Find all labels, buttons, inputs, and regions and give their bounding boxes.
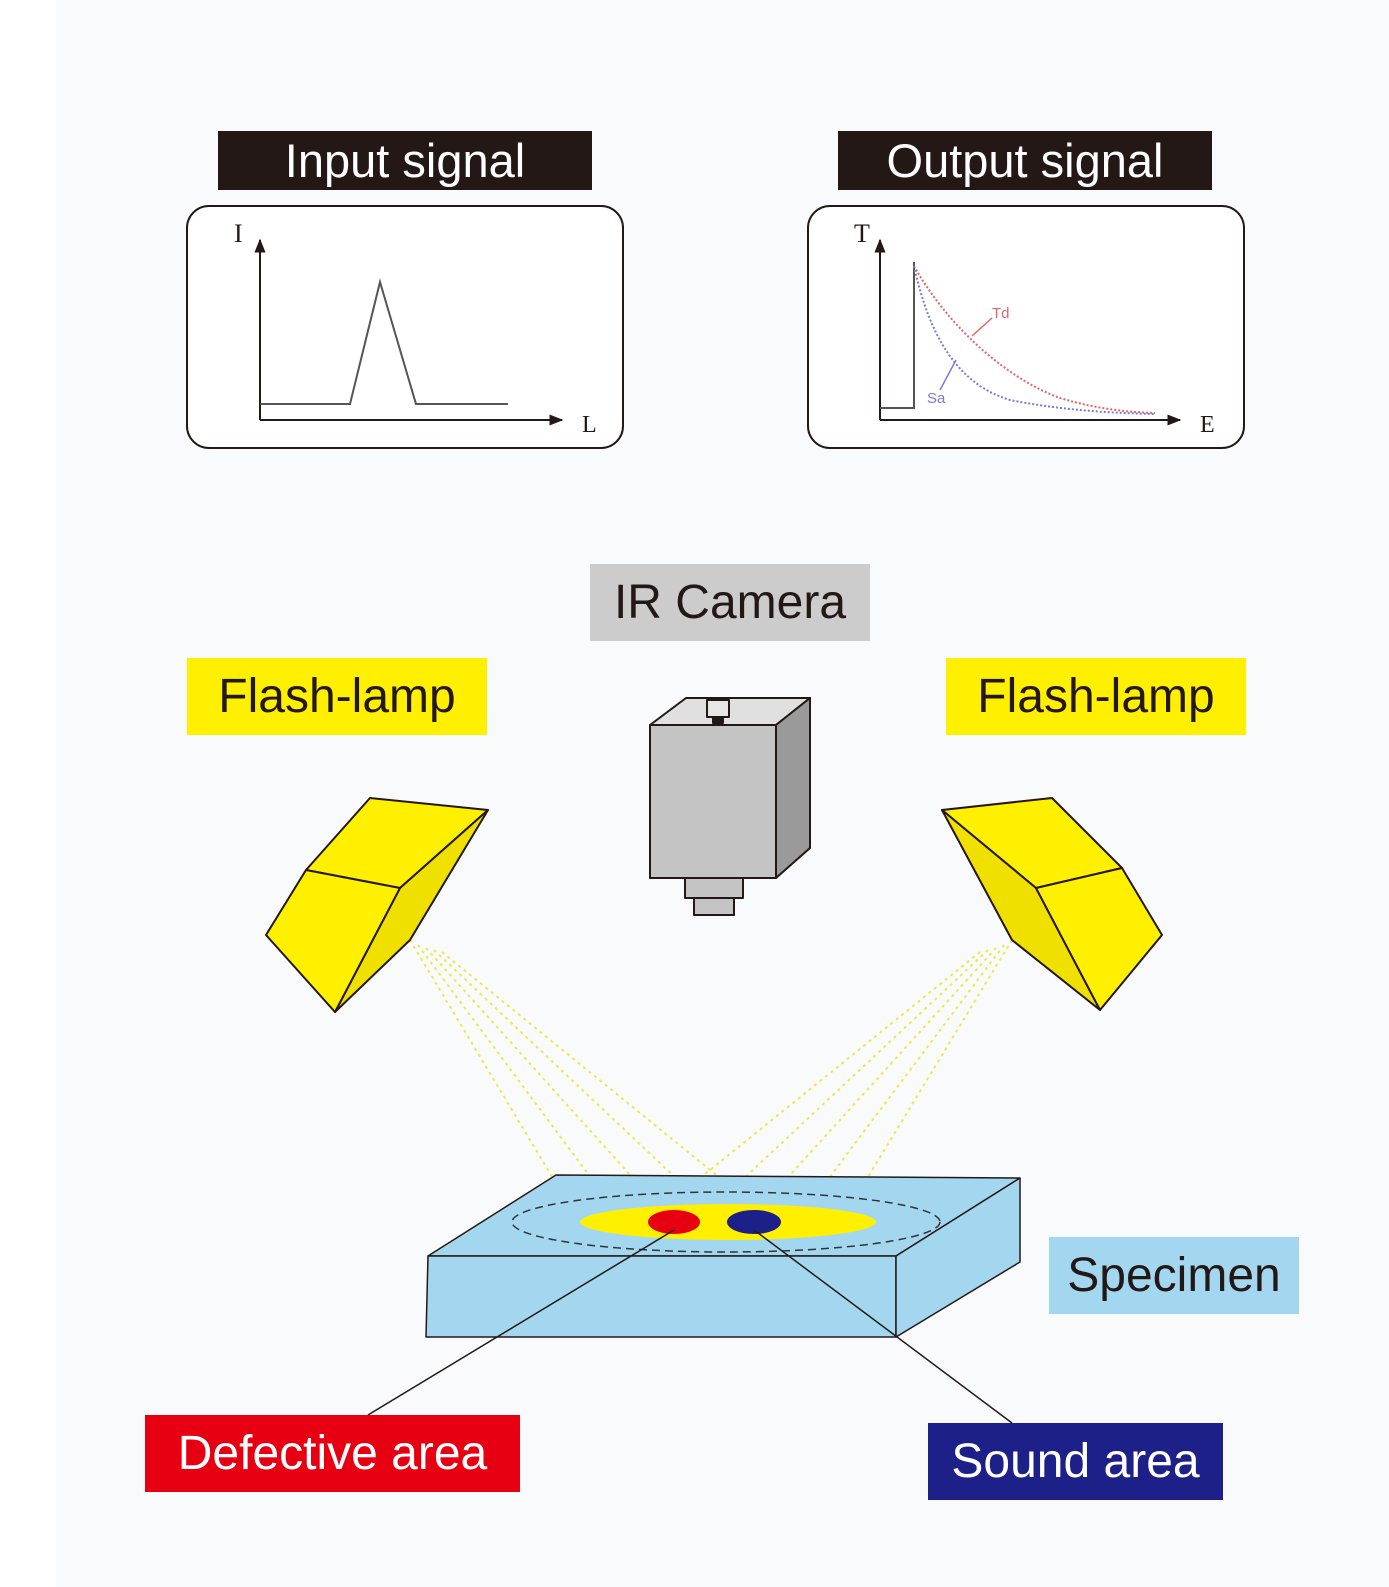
ir-camera-illustration: [649, 697, 811, 916]
camera-lens-upper: [684, 877, 744, 899]
camera-lens-lower: [693, 897, 735, 916]
flash-light-rays: [409, 939, 1013, 1191]
sound-area-leader-line: [753, 1229, 1013, 1424]
flash-lamp-right-label: Flash-lamp: [946, 658, 1246, 735]
camera-side-face: [775, 697, 811, 879]
defective-area-leader-line: [367, 1229, 675, 1416]
input-pulse-curve: [260, 278, 508, 405]
specimen-label: Specimen: [1049, 1237, 1299, 1314]
specimen-front-face: [425, 1255, 897, 1338]
input-signal-label: Input signal: [218, 131, 592, 190]
flash-lamp-left-illustration: [265, 797, 489, 1013]
defect-curve-leader: [971, 317, 993, 337]
defect-decay-curve: [913, 265, 1156, 414]
flash-lamp-left-label: Flash-lamp: [187, 658, 487, 735]
input-y-axis-letter: I: [234, 219, 243, 248]
specimen-side-face: [895, 1177, 1021, 1338]
camera-viewfinder: [706, 699, 730, 718]
sound-area-label: Sound area: [928, 1423, 1223, 1500]
sound-curve-label: Sa: [927, 390, 946, 407]
sound-curve-leader: [939, 359, 957, 391]
sound-decay-curve: [913, 265, 1156, 415]
input-signal-plot: I L: [186, 205, 624, 449]
sound-area-spot: [727, 1210, 781, 1234]
output-x-axis-letter: E: [1200, 412, 1215, 438]
ir-camera-label: IR Camera: [590, 564, 870, 641]
output-signal-plot: Td Sa T E: [807, 205, 1245, 449]
specimen-illustration: [425, 1174, 1021, 1338]
defective-area-spot: [648, 1210, 700, 1234]
defective-area-label: Defective area: [145, 1415, 520, 1492]
heated-zone-outline: [511, 1191, 941, 1253]
output-y-axis-letter: T: [854, 219, 870, 248]
camera-viewfinder-dot: [712, 716, 724, 724]
output-plot-frame: [807, 205, 1245, 449]
input-x-axis-letter: L: [582, 412, 597, 438]
camera-front-face: [649, 724, 777, 879]
input-plot-frame: [186, 205, 624, 449]
output-signal-label: Output signal: [838, 131, 1212, 190]
output-step-curve: [880, 262, 915, 409]
right-lamp-side-face: [1035, 867, 1163, 1011]
left-lamp-side-face: [265, 869, 401, 1013]
defect-curve-label: Td: [992, 305, 1010, 322]
flash-lamp-right-illustration: [941, 797, 1163, 1011]
